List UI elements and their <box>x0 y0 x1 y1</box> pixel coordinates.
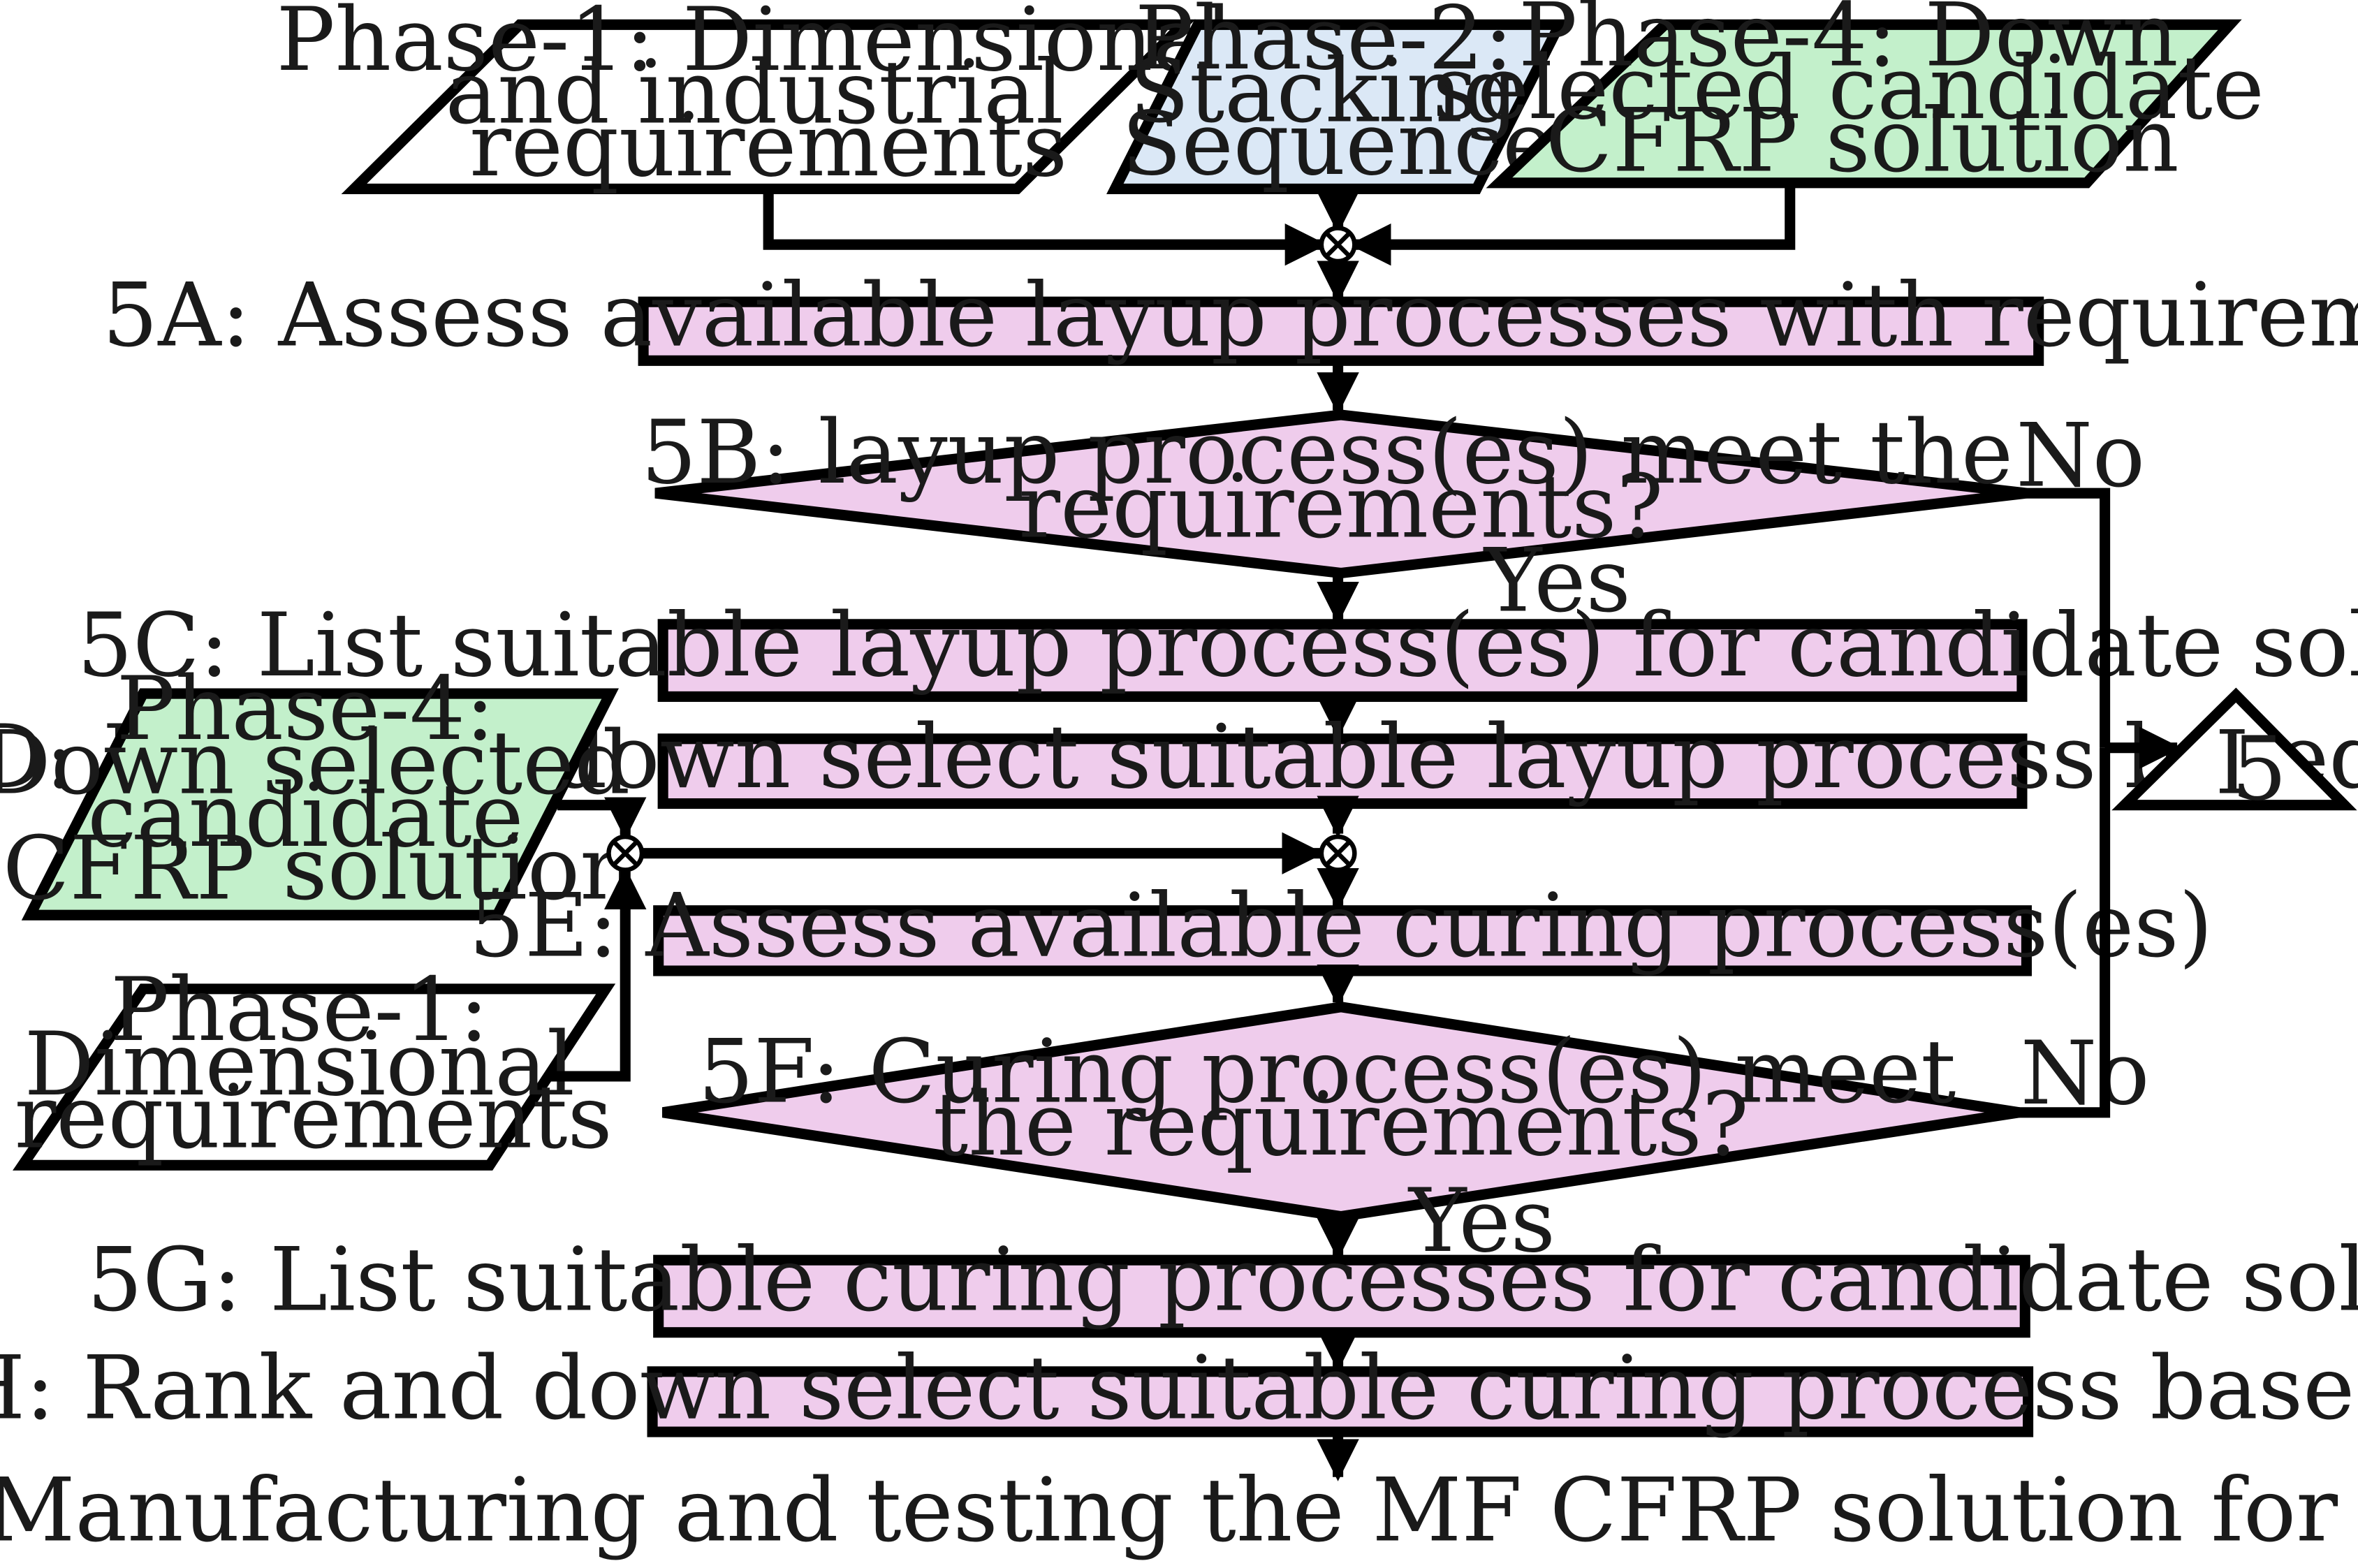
step-5e: 5E: Assess available curing process(es) <box>469 874 2213 976</box>
svg-text:Phase-4: Down selected: Phase-4: Down selected candidate CFRP so… <box>0 658 658 920</box>
connector-no-5f <box>2019 747 2111 1118</box>
phase1-left-shape <box>13 983 616 1171</box>
phase1-top-input: Phase-1: Dimensional and industrial requ… <box>276 0 1260 196</box>
svg-text:Phase-2: Stacking: Phase-2: Stacking Sequence <box>1122 0 1554 195</box>
step-5e-label: 5E: Assess available curing process(es) <box>469 874 2213 976</box>
connector-phase1-top <box>763 189 1328 266</box>
connector-phase4-top <box>1349 182 1796 266</box>
step-5g: 5G: List suitable curing processes for c… <box>87 1229 2358 1338</box>
decision-5f-line-1: 5F: Curing process(es) meet <box>698 1021 1956 1123</box>
phase1-left-line-1: Phase-1: <box>110 959 489 1061</box>
output-label: Manufacturing and testing the MF CFRP so… <box>0 1459 2358 1561</box>
step-5c: 5C: List suitable layup process(es) for … <box>77 594 2358 702</box>
connector-phase1-left <box>550 867 647 1082</box>
summing-junction-top <box>1319 226 1357 264</box>
phase4-top-input: Phase-4: Down selected candidate CFRP so… <box>1433 0 2292 192</box>
phase1-left-line-2: Dimensional <box>24 1013 575 1115</box>
svg-text:5F: Curing process(es) meet: 5F: Curing process(es) meet the requirem… <box>698 1021 1984 1176</box>
svg-text:Phase-4: Down selected c: Phase-4: Down selected candidate CFRP so… <box>1433 0 2292 192</box>
branch-yes-5b: Yes <box>1483 529 1631 631</box>
decision-5b: 5B: layup process(es) meet the requireme… <box>641 402 2041 579</box>
step-5h: 5H: Rank and down select suitable curing… <box>0 1338 2358 1439</box>
decision-5b-line-1: 5B: layup process(es) meet the <box>641 402 2013 504</box>
phase1-top-line-3: requirements <box>469 94 1067 196</box>
phase4-left-shape <box>21 688 619 921</box>
svg-text:Phase-1: Dimensional: Phase-1: Dimensional requirements <box>15 959 613 1168</box>
phase2-top-shape <box>1106 19 1568 194</box>
phase2-top-line-1: Phase-2: <box>1135 0 1514 89</box>
phase4-left-line-1: Phase-4: <box>117 658 495 760</box>
phase4-left-line-4: CFRP solution <box>3 817 636 919</box>
connector-i5-letter: I <box>2215 712 2249 814</box>
step-5g-label: 5G: List suitable curing processes for c… <box>87 1229 2358 1331</box>
decision-5f: 5F: Curing process(es) meet the requirem… <box>662 1002 2020 1222</box>
phase1-top-line-2: and industrial <box>446 41 1064 143</box>
phase4-left-line-3: candidate <box>87 765 523 867</box>
step-5a-label: 5A: Assess available layup processes wit… <box>103 265 2358 367</box>
step-5h-label: 5H: Rank and down select suitable curing… <box>0 1338 2358 1439</box>
step-5c-label: 5C: List suitable layup process(es) for … <box>77 594 2358 696</box>
phase4-top-line-2: selected candidate <box>1433 37 2264 139</box>
phase4-top-shape <box>1486 19 2242 189</box>
phase4-top-line-1: Phase-4: Down <box>1518 0 2178 87</box>
step-5a: 5A: Assess available layup processes wit… <box>103 265 2358 367</box>
phase1-top-shape <box>341 19 1196 194</box>
connector-i5-number: 5 <box>2232 718 2287 820</box>
phase1-left-input: Phase-1: Dimensional requirements <box>13 959 616 1171</box>
svg-text:5B: layup process(es) meet the: 5B: layup process(es) meet the requireme… <box>641 402 2041 558</box>
phase4-left-input: Phase-4: Down selected candidate CFRP so… <box>0 658 658 921</box>
phase2-top-input: Phase-2: Stacking Sequence <box>1106 0 1568 195</box>
summing-junction-left <box>606 834 645 872</box>
decision-5f-line-2: the requirements? <box>933 1074 1749 1175</box>
decision-5b-line-2: requirements? <box>1018 456 1663 558</box>
svg-text:Phase-1: Dimensional and: Phase-1: Dimensional and industrial requ… <box>276 0 1260 196</box>
summing-junction-center <box>1319 834 1357 872</box>
phase4-top-line-3: CFRP solution <box>1546 90 2179 192</box>
connector-phase4-left <box>557 797 647 840</box>
phase2-top-line-3: Sequence <box>1122 93 1554 195</box>
phase1-left-line-3: requirements <box>15 1066 613 1168</box>
connector-i5: I 5 <box>2111 687 2357 820</box>
phase2-top-line-2: Stacking <box>1129 40 1518 142</box>
connector-no-5b <box>2026 488 2111 748</box>
